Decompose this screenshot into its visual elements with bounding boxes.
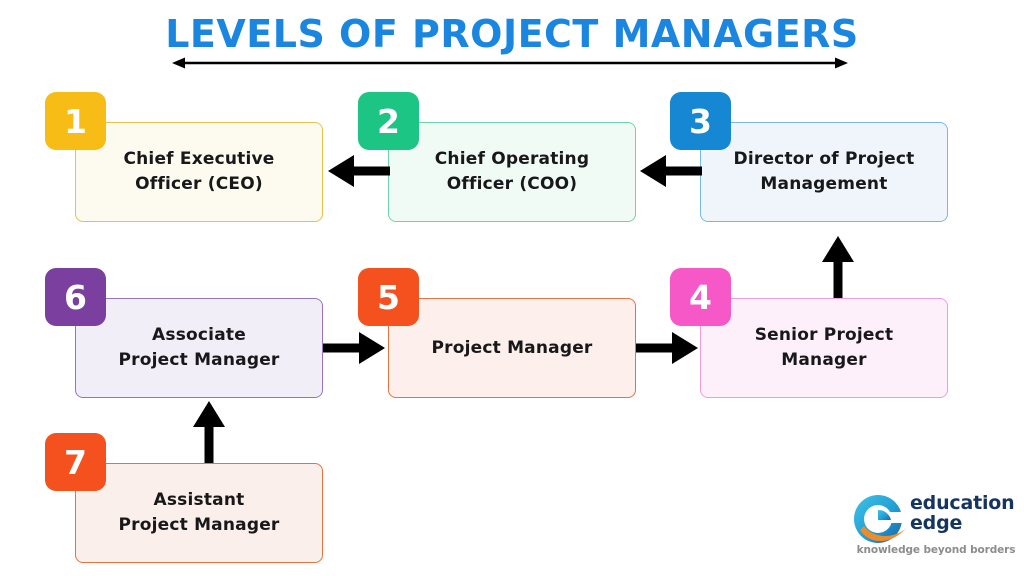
level-badge-3-number: 3	[689, 101, 712, 141]
level-card-3[interactable]: Director of Project Management	[700, 122, 948, 222]
level-card-5-label: Project Manager	[431, 337, 593, 358]
level-card-7-label: Assistant Project Manager	[118, 490, 280, 535]
logo-wordmark: education edge	[910, 492, 1022, 534]
logo-tagline: knowledge beyond borders	[856, 544, 1016, 556]
level-badge-4-number: 4	[689, 277, 712, 317]
arrow-senior-pm-to-director-icon	[822, 236, 854, 298]
edge-swirl-icon	[854, 495, 906, 543]
level-badge-7-number: 7	[64, 442, 87, 482]
education-edge-logo: education edge knowledge beyond borders	[848, 492, 1020, 558]
level-card-3-label: Director of Project Management	[733, 149, 915, 194]
level-card-1-label: Chief Executive Officer (CEO)	[123, 149, 275, 194]
level-card-2-label: Chief Operating Officer (COO)	[434, 149, 590, 194]
level-badge-1-number: 1	[64, 101, 87, 141]
level-card-4-label: Senior Project Manager	[754, 325, 894, 370]
level-badge-1: 1	[45, 92, 106, 150]
level-card-1[interactable]: Chief Executive Officer (CEO)	[75, 122, 323, 222]
logo-line-2: edge	[910, 511, 963, 534]
page-title: LEVELS OF PROJECT MANAGERS	[165, 12, 859, 56]
logo-line-1: education	[910, 492, 1015, 514]
double-headed-arrow-icon	[172, 57, 848, 69]
level-badge-3: 3	[670, 92, 731, 150]
level-badge-5: 5	[358, 268, 419, 326]
level-card-2[interactable]: Chief Operating Officer (COO)	[388, 122, 636, 222]
level-badge-4: 4	[670, 268, 731, 326]
level-card-6[interactable]: Associate Project Manager	[75, 298, 323, 398]
level-badge-6-number: 6	[64, 277, 87, 317]
level-card-7[interactable]: Assistant Project Manager	[75, 463, 323, 563]
level-card-6-label: Associate Project Manager	[118, 325, 280, 370]
level-badge-2: 2	[358, 92, 419, 150]
level-badge-6: 6	[45, 268, 106, 326]
level-card-4[interactable]: Senior Project Manager	[700, 298, 948, 398]
level-badge-7: 7	[45, 433, 106, 491]
arrow-director-to-coo-icon	[640, 155, 702, 187]
arrow-assistant-to-associate-icon	[193, 401, 225, 463]
level-card-5[interactable]: Project Manager	[388, 298, 636, 398]
arrow-coo-to-ceo-icon	[328, 155, 390, 187]
arrow-associate-to-pm-icon	[323, 332, 385, 364]
level-badge-2-number: 2	[377, 101, 400, 141]
level-badge-5-number: 5	[377, 277, 400, 317]
arrow-pm-to-senior-pm-icon	[636, 332, 698, 364]
